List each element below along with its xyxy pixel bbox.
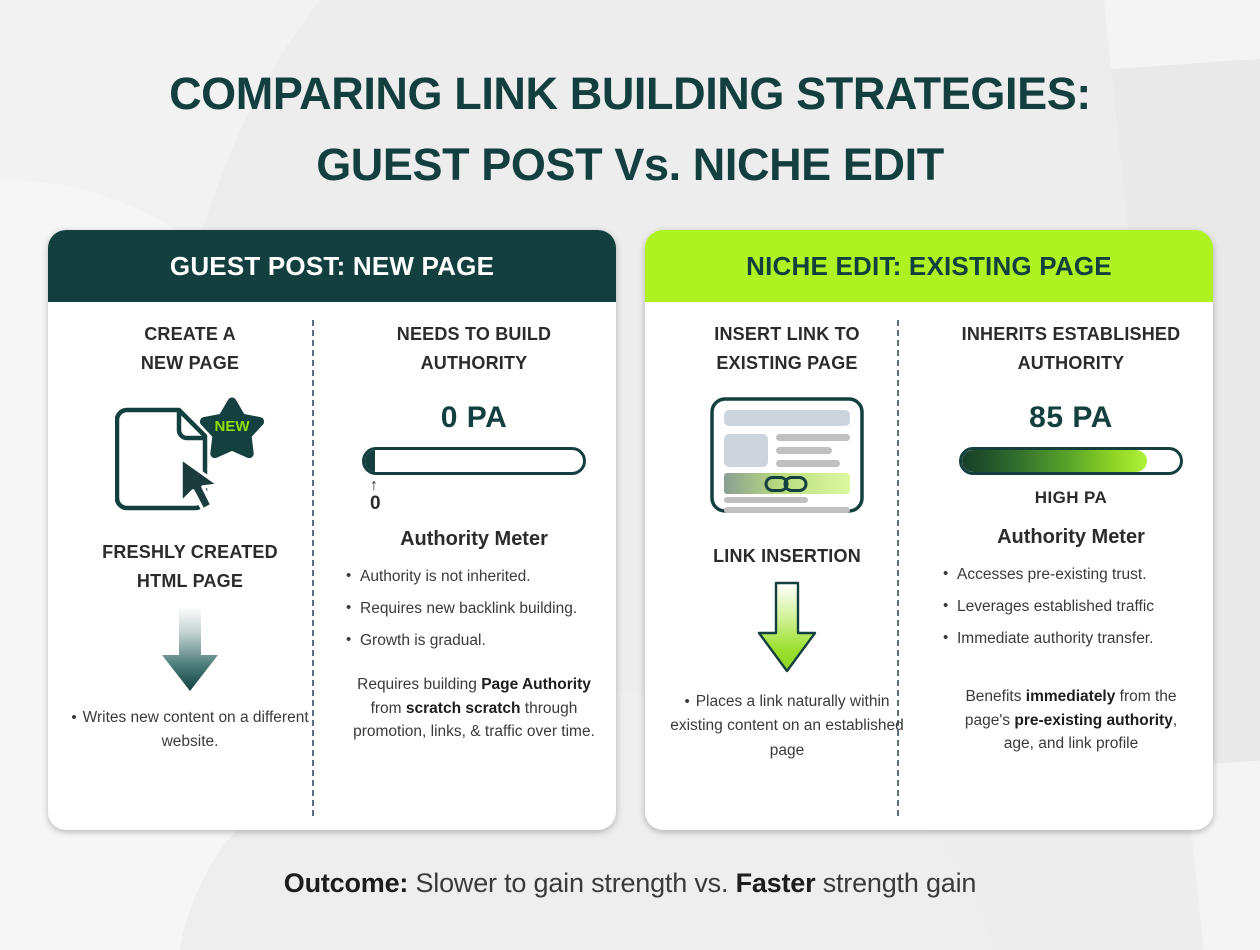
guest-post-left-title-line2: NEW PAGE <box>140 353 240 374</box>
niche-edit-subtitle: LINK INSERTION <box>713 546 861 567</box>
authority-meter-high-fill <box>962 450 1148 473</box>
niche-edit-left-column: INSERT LINK TO EXISTING PAGE <box>645 320 929 830</box>
zero-marker: ↑ 0 <box>362 478 586 514</box>
card-divider <box>897 320 899 816</box>
outcome-emphasis: Faster <box>735 868 816 898</box>
card-niche-edit-header: NICHE EDIT: EXISTING PAGE <box>645 230 1213 302</box>
niche-edit-right-column: INHERITS ESTABLISHED AUTHORITY 85 PA HIG… <box>929 320 1213 830</box>
authority-meter-high <box>959 447 1183 476</box>
list-item: Writes new content on a different websit… <box>60 706 320 754</box>
guest-post-subtitle-line2: HTML PAGE <box>136 571 244 592</box>
card-guest-post-body: CREATE A NEW PAGE NEW FRESHLY CREATED HT… <box>48 302 616 830</box>
niche-edit-right-title-line1: INHERITS ESTABLISHED <box>961 324 1181 344</box>
guest-post-right-title-line2: AUTHORITY <box>420 353 528 374</box>
new-badge-label: NEW <box>215 418 251 435</box>
guest-post-right-title-line1: NEEDS TO BUILD <box>396 324 552 344</box>
card-guest-post: GUEST POST: NEW PAGE CREATE A NEW PAGE N… <box>48 230 616 830</box>
list-item: Requires new backlink building. <box>344 596 604 621</box>
niche-edit-right-bullets: Accesses pre-existing trust. Leverages e… <box>941 562 1201 659</box>
niche-edit-left-title-line1: INSERT LINK TO <box>714 324 860 344</box>
guest-post-right-column: NEEDS TO BUILD AUTHORITY 0 PA ↑ 0 Author… <box>332 320 616 830</box>
niche-edit-left-title: INSERT LINK TO EXISTING PAGE <box>714 320 859 378</box>
existing-page-mockup-icon <box>709 396 865 516</box>
card-niche-edit: NICHE EDIT: EXISTING PAGE INSERT LINK TO… <box>645 230 1213 830</box>
niche-edit-meter-title: Authority Meter <box>997 526 1145 549</box>
card-niche-edit-body: INSERT LINK TO EXISTING PAGE <box>645 302 1213 830</box>
niche-edit-right-title-line2: AUTHORITY <box>1017 353 1125 374</box>
niche-edit-right-title: INHERITS ESTABLISHED AUTHORITY <box>962 320 1181 378</box>
guest-post-left-bullets: Writes new content on a different websit… <box>60 706 320 762</box>
authority-meter-zero <box>362 447 586 476</box>
list-item: Growth is gradual. <box>344 628 604 653</box>
outcome-line: Outcome: Slower to gain strength vs. Fas… <box>0 868 1260 899</box>
new-page-document-icon: NEW <box>114 396 265 516</box>
guest-post-note: Requires building Page Authority from sc… <box>353 676 595 741</box>
niche-edit-left-title-line2: EXISTING PAGE <box>716 353 858 374</box>
guest-post-subtitle: FRESHLY CREATED HTML PAGE <box>102 538 278 596</box>
list-item: Places a link naturally within existing … <box>657 690 917 762</box>
outcome-label: Outcome: <box>283 868 409 898</box>
high-pa-label: HIGH PA <box>1034 488 1108 508</box>
list-item: Leverages established traffic <box>941 594 1201 619</box>
guest-post-right-bullets: Authority is not inherited. Requires new… <box>344 564 604 661</box>
list-item: Authority is not inherited. <box>344 564 604 589</box>
zero-marker-label: 0 <box>370 493 381 515</box>
guest-post-pa-value: 0 PA <box>440 401 508 435</box>
page-title-line-2: GUEST POST Vs. NICHE EDIT <box>316 139 944 191</box>
page-title-line-1: COMPARING LINK BUILDING STRATEGIES: <box>169 68 1091 119</box>
page-title: COMPARING LINK BUILDING STRATEGIES: GUES… <box>0 58 1260 200</box>
niche-edit-note: Benefits immediately from the page's pre… <box>964 688 1178 753</box>
niche-edit-left-bullets: Places a link naturally within existing … <box>657 690 917 770</box>
guest-post-left-title: CREATE A NEW PAGE <box>141 320 239 378</box>
outcome-text-b: strength gain <box>815 868 977 898</box>
up-arrow-icon: ↑ <box>370 477 378 495</box>
card-guest-post-header: GUEST POST: NEW PAGE <box>48 230 616 302</box>
list-item: Immediate authority transfer. <box>941 626 1201 651</box>
list-item: Accesses pre-existing trust. <box>941 562 1201 587</box>
down-arrow-green-icon <box>747 579 827 682</box>
guest-post-right-title: NEEDS TO BUILD AUTHORITY <box>397 320 551 378</box>
guest-post-subtitle-line1: FRESHLY CREATED <box>102 542 278 563</box>
down-arrow-teal-icon <box>154 603 226 700</box>
guest-post-left-column: CREATE A NEW PAGE NEW FRESHLY CREATED HT… <box>48 320 332 830</box>
card-divider <box>312 320 314 816</box>
outcome-text-a: Slower to gain strength vs. <box>408 868 736 898</box>
authority-meter-zero-fill <box>365 450 375 473</box>
guest-post-meter-title: Authority Meter <box>400 528 548 551</box>
guest-post-left-title-line1: CREATE A <box>144 324 236 344</box>
niche-edit-pa-value: 85 PA <box>1029 401 1113 435</box>
